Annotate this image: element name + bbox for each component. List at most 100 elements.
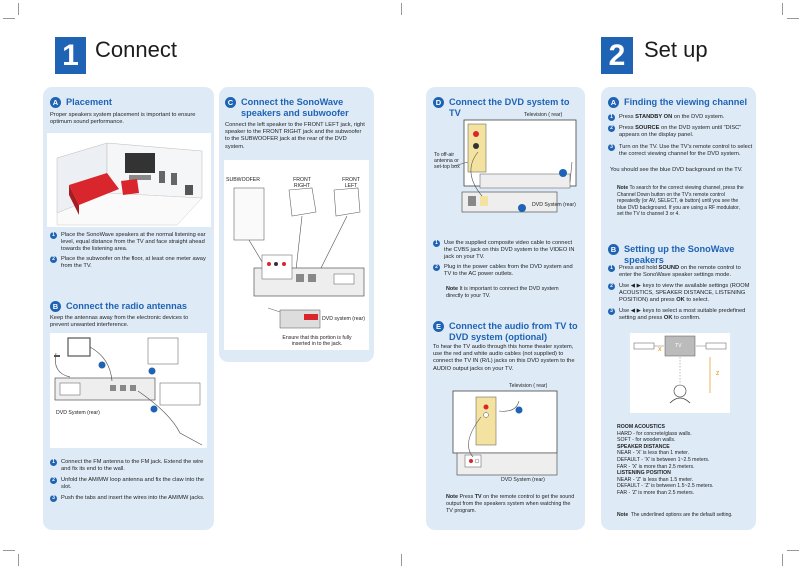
dvd-tv-illustration: Television ( rear) To off-air antenna or…: [432, 112, 582, 234]
heading-text: Finding the viewing channel: [624, 97, 748, 107]
insert-caption: Ensure that this portion is fully insert…: [282, 335, 352, 348]
step-number: 2: [50, 477, 57, 484]
step-number: 2: [608, 283, 615, 290]
setting-line: HARD - for concrete/glass walls.: [617, 430, 692, 437]
step-number: 3: [608, 144, 615, 151]
step-text: Press: [619, 125, 636, 131]
dvd-rear-label: DVD System (rear): [532, 202, 576, 208]
setting-line: NEAR - 'Z' is less than 1.5 meter.: [617, 476, 694, 483]
subwoofer-label: SUBWOOFER: [226, 177, 261, 183]
tv-audio-intro: To hear the TV audio through this home t…: [433, 344, 575, 372]
aerial-label: To off-air antenna or set-top box: [434, 152, 460, 171]
step-text: Use the supplied composite video cable t…: [444, 240, 575, 261]
step-number: 2: [433, 264, 440, 271]
heading-dvd-to-tv: D Connect the DVD system to TV: [433, 97, 583, 119]
step-bold: OK: [663, 315, 673, 322]
step-number: 1: [50, 232, 57, 239]
crop-mark: [401, 554, 402, 566]
crop-mark: [787, 18, 799, 19]
step-text: Turn on the TV. Use the TV's remote cont…: [619, 144, 753, 158]
crop-mark: [18, 554, 19, 566]
heading-text: Setting up the SonoWave speakers: [624, 244, 735, 265]
step-bold: STANDBY ON: [635, 114, 673, 120]
heading-text: Connect the DVD system to TV: [449, 97, 570, 118]
list-item: 2 Unfold the AM/MW loop antenna and fix t…: [50, 477, 208, 491]
step-text: to confirm.: [672, 315, 701, 322]
setting-line: SOFT - for wooden walls.: [617, 437, 676, 444]
step-text: on the DVD system until "DISC" appears o…: [619, 125, 742, 139]
step-number: 2: [608, 125, 615, 132]
setting-line: DEFAULT - 'X' is between 1~2.5 meters.: [617, 456, 710, 463]
step-text: Press: [619, 114, 636, 120]
step-text: Place the subwoofer on the floor, at lea…: [61, 256, 206, 270]
speaker-position-diagram: TV X Z: [630, 333, 730, 413]
step-number: 3: [608, 308, 615, 315]
dvd-rear-label: DVD system (rear): [322, 316, 365, 322]
step-text: to select.: [684, 297, 710, 304]
settings-list: ROOM ACOUSTICS HARD - for concrete/glass…: [617, 424, 749, 497]
heading-placement: A Placement: [50, 97, 210, 108]
step-text: Unfold the AM/MW loop antenna and fix th…: [61, 477, 204, 491]
note-bold: TV: [474, 494, 482, 500]
step-number: 3: [50, 495, 57, 502]
page-title-connect: Connect: [95, 37, 177, 62]
note-text: on the remote control to get the sound o…: [446, 494, 575, 514]
crop-mark: [18, 3, 19, 15]
blue-background-text: You should see the blue DVD background o…: [610, 167, 743, 173]
step-number: 1: [433, 240, 440, 247]
room-placement-illustration: [47, 133, 211, 227]
note-text: The underlined options are the default s…: [630, 512, 733, 518]
heading-text: Placement: [66, 97, 112, 107]
step-text: Push the tabs and insert the wires into …: [61, 495, 205, 501]
section-badge: A: [50, 97, 61, 108]
note-channel-search: Note To search for the correct viewing c…: [617, 185, 747, 218]
heading-tv-audio: E Connect the audio from TV to DVD system…: [433, 321, 583, 343]
step-bold: SOUND: [658, 265, 680, 271]
step-text: Place the SonoWave speakers at the norma…: [61, 232, 206, 253]
list-item: 3 Push the tabs and insert the wires into…: [50, 495, 208, 502]
setting-head: SPEAKER DISTANCE: [617, 443, 670, 450]
note-label: Note: [446, 286, 458, 292]
crop-mark: [3, 550, 15, 551]
list-item: 1 Use the supplied composite video cable …: [433, 240, 581, 262]
section-badge: D: [433, 97, 444, 108]
section-badge: A: [608, 97, 619, 108]
step-text: Plug in the power cables from the DVD sy…: [444, 264, 573, 278]
heading-text: Connect the audio from TV to DVD system …: [449, 321, 578, 342]
note-text: Press: [459, 494, 475, 500]
front-right-label: FRONT RIGHT: [293, 177, 311, 190]
step-number: 1: [608, 265, 615, 272]
section-badge: E: [433, 321, 444, 332]
x-label: X: [658, 347, 662, 353]
placement-intro: Proper speakers system placement is impo…: [50, 112, 196, 126]
heading-connect-speakers: C Connect the SonoWave speakers and subwo…: [225, 97, 370, 119]
dvd-rear-label: DVD System (rear): [56, 410, 100, 416]
crop-mark: [3, 18, 15, 19]
step-bold: OK: [676, 297, 685, 304]
front-left-label: FRONT LEFT: [342, 177, 360, 190]
speakers-intro: Connect the left speaker to the FRONT LE…: [225, 122, 365, 150]
heading-text: Connect the radio antennas: [66, 301, 187, 311]
heading-viewing-channel: A Finding the viewing channel: [608, 97, 754, 108]
step-text: Use ◀ ▶ keys to select a most suitable p…: [619, 308, 746, 322]
step-number: 2: [50, 256, 57, 263]
section-number-setup: 2: [601, 37, 633, 74]
crop-mark: [787, 550, 799, 551]
list-item: 3 Use ◀ ▶ keys to select a most suitable …: [608, 308, 753, 322]
list-item: 1 Place the SonoWave speakers at the norm…: [50, 232, 208, 254]
note-text: It is important to connect the DVD syste…: [446, 286, 559, 299]
step-text: Connect the FM antenna to the FM jack. E…: [61, 459, 204, 473]
heading-text: Connect the SonoWave speakers and subwoo…: [241, 97, 349, 118]
crop-mark: [782, 3, 783, 15]
tv-rear-label: Television ( rear): [509, 383, 548, 389]
setting-head: ROOM ACOUSTICS: [617, 424, 665, 430]
note-label: Note: [617, 185, 629, 191]
antennas-intro: Keep the antennas away from the electron…: [50, 315, 189, 329]
section-badge: C: [225, 97, 236, 108]
